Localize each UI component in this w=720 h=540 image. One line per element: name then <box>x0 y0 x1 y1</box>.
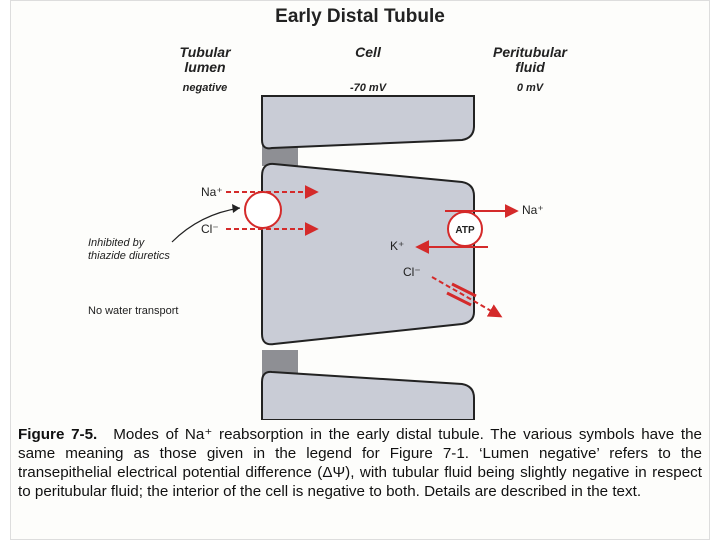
diagram-title: Early Distal Tubule <box>275 6 445 27</box>
cl-exit-arrow <box>431 276 503 318</box>
thiazide-note-line2: thiazide diuretics <box>88 250 170 262</box>
k-in-label: K⁺ <box>390 239 404 253</box>
thiazide-note: Inhibited by thiazide diuretics <box>88 237 170 263</box>
peritubular-potential: 0 mV <box>516 82 544 94</box>
cl-channel-bar-top <box>451 282 477 298</box>
upper-cell <box>261 95 475 150</box>
lumen-heading-line2: lumen <box>184 59 226 75</box>
upper-tight-junction <box>262 144 298 166</box>
na-cl-cotransporter <box>244 191 282 229</box>
lumen-potential: negative <box>182 82 228 94</box>
cell-heading: Cell <box>355 44 381 60</box>
figure-label: Figure 7-5. <box>18 426 98 443</box>
cl-out-label: Cl⁻ <box>403 265 421 279</box>
peritubular-heading-line2: fluid <box>515 59 545 75</box>
lower-cell <box>261 370 475 420</box>
caption-text: Modes of Na⁺ reabsorption in the early d… <box>18 426 702 500</box>
peritubular-heading-line1: Peritubular <box>493 44 567 60</box>
main-cell <box>261 162 475 346</box>
lumen-heading-line1: Tubular <box>179 44 231 60</box>
thiazide-note-line1: Inhibited by <box>88 237 145 249</box>
lumen-heading: Tubular lumen <box>150 45 260 75</box>
cl-lumen-label: Cl⁻ <box>201 222 219 236</box>
inhibitor-pointer-head <box>232 204 240 213</box>
no-water-note: No water transport <box>88 305 179 317</box>
peritubular-heading: Peritubular fluid <box>465 45 595 75</box>
na-out-label: Na⁺ <box>522 203 544 217</box>
na-lumen-label: Na⁺ <box>201 185 223 199</box>
cl-channel-bar-bottom <box>446 291 472 307</box>
figure-caption: Figure 7-5.Modes of Na⁺ reabsorption in … <box>18 425 702 501</box>
cell-potential: -70 mV <box>349 82 387 94</box>
tubule-diagram: Na⁺ Cl⁻ ATP Na⁺ K⁺ Cl⁻ <box>171 95 544 420</box>
atp-label: ATP <box>455 225 475 236</box>
